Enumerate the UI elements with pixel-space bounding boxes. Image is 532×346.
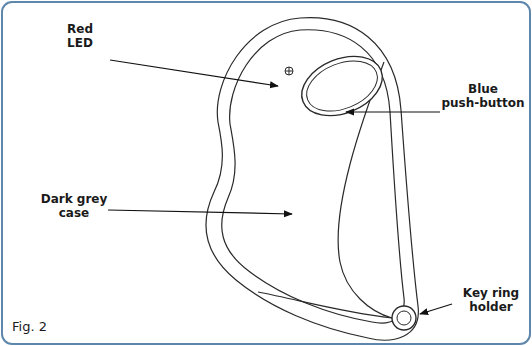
part-label: Blue push-button <box>438 82 528 110</box>
led-symbol <box>285 67 293 75</box>
part-label: Dark grey case <box>36 192 112 220</box>
part-label: Red LED <box>48 22 112 50</box>
figure-caption: Fig. 2 <box>12 320 92 334</box>
part-label: Key ring holder <box>454 286 528 314</box>
fob-case <box>206 18 419 340</box>
push-button <box>293 45 391 127</box>
leader-lines <box>108 60 452 314</box>
key-ring-holder <box>392 306 416 330</box>
